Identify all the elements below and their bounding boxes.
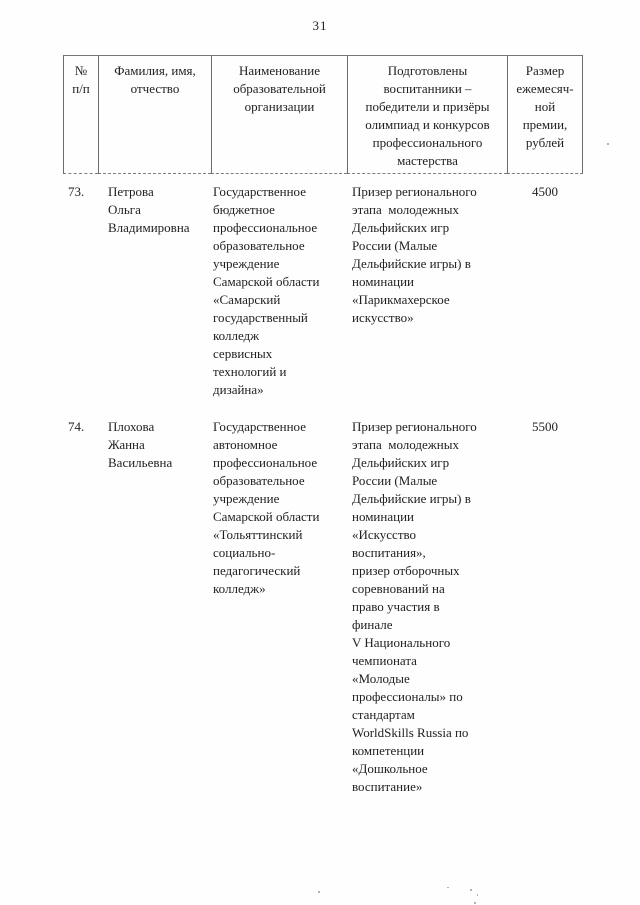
cell-premium-amount: 5500: [532, 419, 558, 434]
scan-speck: [318, 891, 320, 893]
cell-person-name: Петрова Ольга Владимировна: [108, 184, 190, 235]
cell-row-number: 74.: [68, 419, 85, 434]
awards-table: № п/п Фамилия, имя, отчество Наименовани…: [63, 55, 583, 796]
page-number: 31: [312, 18, 328, 33]
cell-premium-amount: 4500: [532, 184, 558, 199]
scan-speck: [474, 902, 476, 904]
table-header-row: № п/п Фамилия, имя, отчество Наименовани…: [63, 55, 583, 174]
header-cell-amount: Размер ежемесяч- ной премии, рублей: [507, 55, 583, 174]
header-cell-num: № п/п: [63, 55, 98, 174]
cell-row-number: 73.: [68, 184, 85, 199]
header-cell-name: Фамилия, имя, отчество: [98, 55, 211, 174]
scan-speck: [447, 887, 449, 888]
cell-organization: Государственное бюджетное профессиональн…: [213, 184, 320, 397]
cell-achievement: Призер регионального этапа молодежных Де…: [352, 184, 477, 325]
table-row: 74. Плохова Жанна Васильевна Государстве…: [63, 418, 583, 796]
header-cell-achievement: Подготовлены воспитанники – победители и…: [347, 55, 507, 174]
cell-achievement: Призер регионального этапа молодежных Де…: [352, 419, 477, 794]
cell-organization: Государственное автономное профессиональ…: [213, 419, 320, 596]
scan-speck: [477, 894, 478, 896]
table-row: 73. Петрова Ольга Владимировна Государст…: [63, 183, 583, 399]
cell-person-name: Плохова Жанна Васильевна: [108, 419, 173, 470]
header-cell-organization: Наименование образовательной организации: [211, 55, 347, 174]
scan-speck: [470, 889, 472, 891]
scan-speck: [607, 143, 609, 145]
